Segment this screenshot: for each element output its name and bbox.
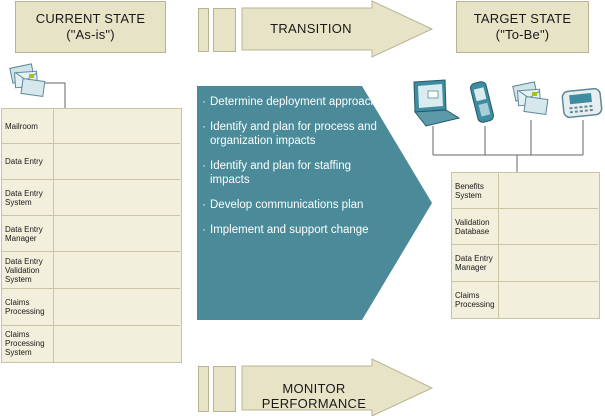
transition-stub-2 — [213, 8, 236, 52]
handheld-device-icon — [561, 87, 603, 119]
target-state-subtitle: ("To-Be") — [495, 27, 550, 42]
target-lane-label-manager: Data Entry Manager — [455, 254, 493, 272]
lane-label-validation-system: Data Entry Validation System — [5, 256, 43, 284]
current-state-title: CURRENT STATE — [35, 11, 146, 26]
target-lane-label-benefits: Benefits System — [455, 181, 484, 200]
transition-step: Develop communications plan — [202, 198, 382, 212]
target-swimlanes — [451, 172, 600, 319]
lane-label-mailroom: Mailroom — [5, 121, 38, 131]
target-lane-label-claims: Claims Processing — [455, 290, 495, 309]
lane-label-data-entry-manager: Data Entry Manager — [5, 224, 43, 243]
lane-label-claims-processing: Claims Processing — [5, 298, 45, 316]
target-top-connectors — [432, 120, 584, 181]
lane-label-data-entry: Data Entry — [5, 157, 43, 166]
target-state-header: TARGET STATE ("To-Be") — [456, 1, 589, 53]
monitor-stub-2 — [213, 366, 236, 412]
current-swimlanes — [1, 108, 182, 363]
transition-stub-1 — [198, 8, 209, 52]
monitor-label: MONITOR PERFORMANCE — [261, 381, 367, 411]
transition-step: Identify and plan for process and organi… — [202, 120, 382, 148]
mobile-phone-icon — [469, 81, 495, 123]
target-state-title: TARGET STATE — [473, 11, 572, 26]
current-state-header: CURRENT STATE ("As-is") — [15, 1, 166, 53]
laptop-icon — [413, 79, 461, 127]
monitor-arrow — [241, 358, 434, 416]
current-state-subtitle: ("As-is") — [66, 27, 115, 42]
transition-step: Implement and support change — [202, 223, 382, 237]
transition-step: Determine deployment approach — [202, 95, 382, 109]
target-lane-label-validation-db: Validation Database — [455, 217, 490, 236]
envelopes-icon — [9, 63, 46, 98]
target-envelopes-icon — [512, 81, 549, 116]
lane-label-claims-processing-system: Claims Processing System — [5, 330, 45, 357]
transition-step: Identify and plan for staffing impacts — [202, 159, 382, 187]
transition-arrow — [241, 0, 434, 58]
lane-label-data-entry-system: Data Entry System — [5, 188, 43, 207]
monitor-stub-1 — [198, 366, 209, 412]
transition-label: TRANSITION — [270, 21, 352, 36]
transition-steps-list: Determine deployment approach Identify a… — [202, 95, 382, 248]
